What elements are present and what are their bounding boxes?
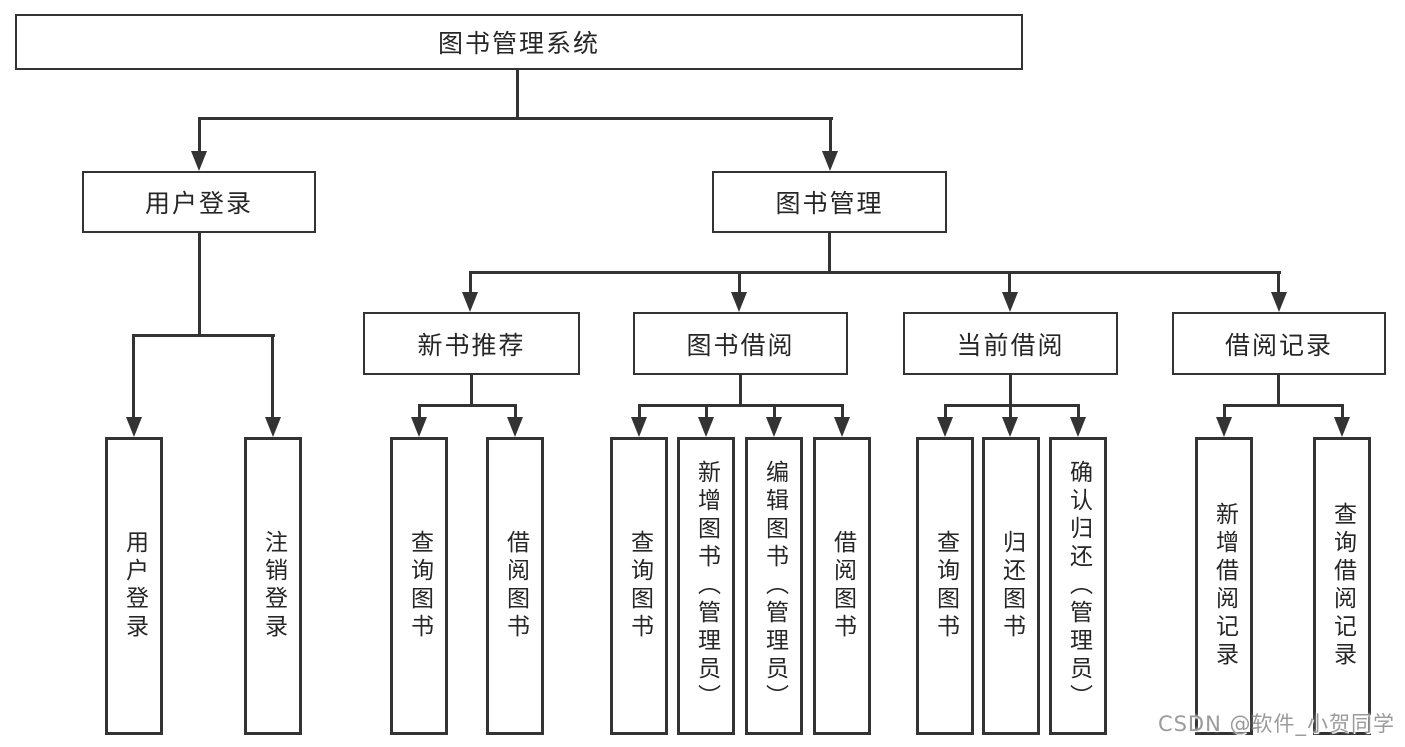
arrowhead-icon xyxy=(126,417,142,437)
connector-line xyxy=(705,404,708,419)
arrowhead-icon xyxy=(1002,292,1018,312)
leaf-label: 查询借阅记录 xyxy=(1329,502,1356,670)
leaf-borrow-books-recommend: 借阅图书 xyxy=(486,437,544,735)
leaf-add-borrow-record: 新增借阅记录 xyxy=(1195,437,1253,735)
connector-line xyxy=(469,271,1281,274)
arrowhead-icon xyxy=(631,417,647,437)
arrowhead-icon xyxy=(731,292,747,312)
node-new-book-recommend: 新书推荐 xyxy=(363,312,580,375)
arrowhead-icon xyxy=(834,417,850,437)
connector-line xyxy=(516,70,519,119)
arrowhead-icon xyxy=(411,417,427,437)
connector-line xyxy=(198,233,201,336)
node-book-borrow: 图书借阅 xyxy=(633,312,848,375)
node-borrow-records-label: 借阅记录 xyxy=(1224,330,1333,360)
connector-line xyxy=(198,117,833,120)
arrowhead-icon xyxy=(766,417,782,437)
leaf-confirm-return-admin: 确认归还（管理员） xyxy=(1049,437,1107,735)
leaf-label: 用户登录 xyxy=(121,530,148,642)
leaf-borrow-books: 借阅图书 xyxy=(813,437,871,735)
arrowhead-icon xyxy=(265,417,281,437)
arrowhead-icon xyxy=(937,417,953,437)
connector-line xyxy=(418,404,421,419)
leaf-user-login: 用户登录 xyxy=(105,437,163,735)
node-book-management: 图书管理 xyxy=(712,171,947,233)
node-root: 图书管理系统 xyxy=(15,14,1023,70)
leaf-query-books-borrow: 查询图书 xyxy=(610,437,668,735)
leaf-label: 新增图书（管理员） xyxy=(693,460,720,712)
connector-line xyxy=(1223,404,1344,407)
connector-line xyxy=(418,404,517,407)
node-book-borrow-label: 图书借阅 xyxy=(686,330,795,360)
arrowhead-icon xyxy=(507,417,523,437)
arrowhead-icon xyxy=(1216,417,1232,437)
connector-line xyxy=(132,334,275,337)
leaf-label: 确认归还（管理员） xyxy=(1065,460,1092,712)
connector-line xyxy=(829,117,832,154)
leaf-label: 借阅图书 xyxy=(829,530,856,642)
connector-line xyxy=(638,404,641,419)
leaf-label: 注销登录 xyxy=(260,530,287,642)
node-current-borrow-label: 当前借阅 xyxy=(956,330,1065,360)
leaf-edit-books-admin: 编辑图书（管理员） xyxy=(745,437,803,735)
connector-line xyxy=(1223,404,1226,419)
node-user-login: 用户登录 xyxy=(82,171,316,233)
arrowhead-icon xyxy=(1002,417,1018,437)
node-borrow-records: 借阅记录 xyxy=(1172,312,1386,375)
leaf-label: 编辑图书（管理员） xyxy=(761,460,788,712)
connector-line xyxy=(841,404,844,419)
node-new-book-recommend-label: 新书推荐 xyxy=(417,330,526,360)
connector-line xyxy=(1341,404,1344,419)
arrowhead-icon xyxy=(462,292,478,312)
arrowhead-icon xyxy=(822,151,838,171)
leaf-query-books-recommend: 查询图书 xyxy=(390,437,448,735)
arrowhead-icon xyxy=(1070,417,1086,437)
connector-line xyxy=(738,271,741,294)
leaf-add-books-admin: 新增图书（管理员） xyxy=(677,437,735,735)
leaf-label: 查询图书 xyxy=(932,530,959,642)
arrowhead-icon xyxy=(698,417,714,437)
leaf-return-books: 归还图书 xyxy=(982,437,1040,735)
node-current-borrow: 当前借阅 xyxy=(903,312,1118,375)
csdn-watermark: CSDN @软件_小贺同学 xyxy=(1157,712,1395,736)
connector-line xyxy=(469,271,472,294)
arrowhead-icon xyxy=(1334,417,1350,437)
leaf-query-books-current: 查询图书 xyxy=(916,437,974,735)
connector-line xyxy=(514,404,517,419)
connector-line xyxy=(470,375,473,406)
arrowhead-icon xyxy=(191,151,207,171)
connector-line xyxy=(1009,375,1012,406)
connector-line xyxy=(828,233,831,274)
node-root-label: 图书管理系统 xyxy=(437,29,600,58)
leaf-label: 借阅图书 xyxy=(502,530,529,642)
connector-line xyxy=(1008,271,1011,294)
node-user-login-label: 用户登录 xyxy=(144,189,253,218)
leaf-label: 查询图书 xyxy=(406,530,433,642)
arrowhead-icon xyxy=(1271,292,1287,312)
leaf-label: 新增借阅记录 xyxy=(1211,502,1238,670)
connector-line xyxy=(1009,404,1012,419)
connector-line xyxy=(773,404,776,419)
connector-line xyxy=(638,404,844,407)
connector-line xyxy=(198,117,201,154)
connector-line xyxy=(1277,375,1280,406)
leaf-label: 查询图书 xyxy=(626,530,653,642)
connector-line xyxy=(1077,404,1080,419)
connector-line xyxy=(739,375,742,406)
connector-line xyxy=(271,334,274,417)
node-book-management-label: 图书管理 xyxy=(775,189,884,218)
connector-line xyxy=(132,334,135,417)
leaf-query-borrow-record: 查询借阅记录 xyxy=(1313,437,1371,735)
connector-line xyxy=(944,404,1080,407)
connector-line xyxy=(944,404,947,419)
leaf-logout: 注销登录 xyxy=(244,437,302,735)
leaf-label: 归还图书 xyxy=(998,530,1025,642)
connector-line xyxy=(1277,271,1280,294)
